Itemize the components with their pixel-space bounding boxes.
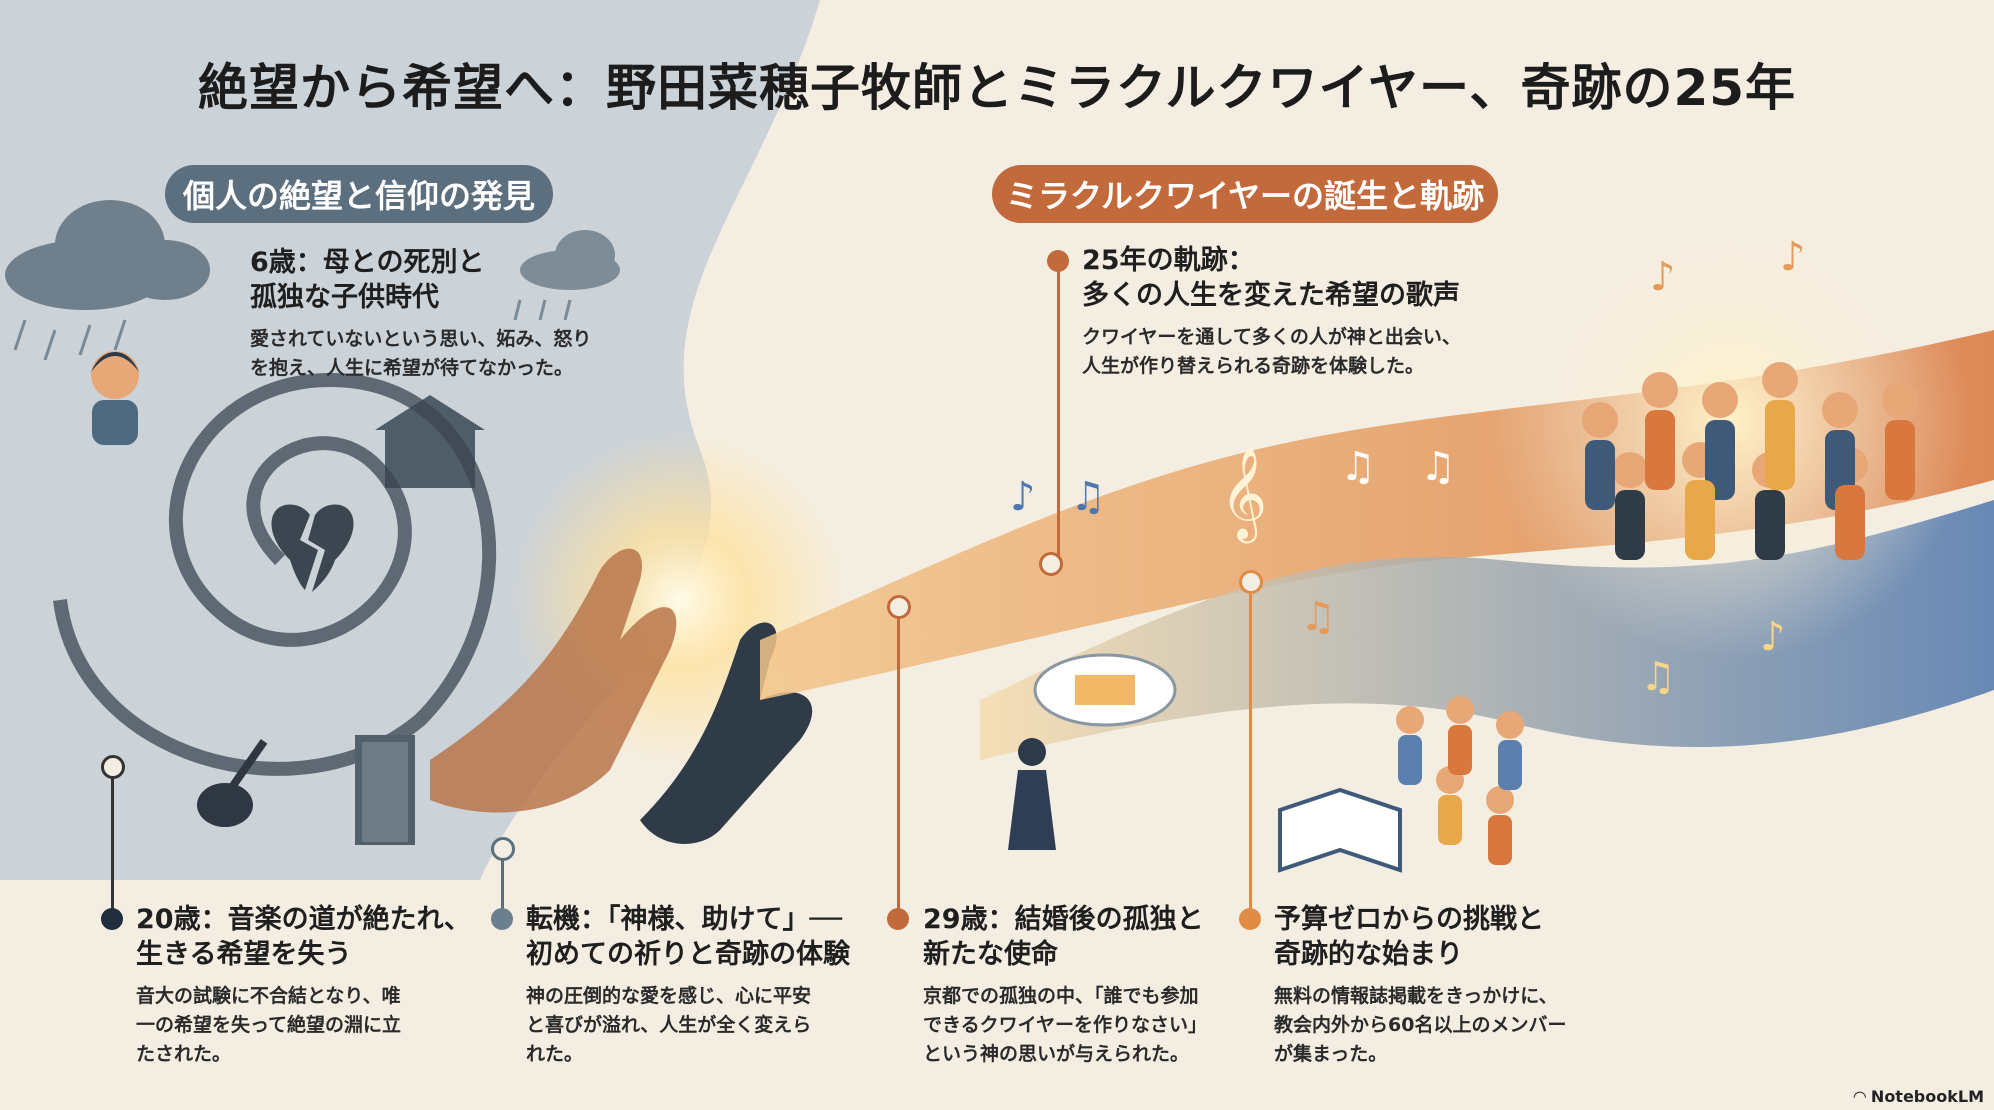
notebooklm-logo-icon: ◠ [1853, 1087, 1866, 1106]
timeline-item-age20: 20歳：音楽の道が絶たれ、生きる希望を失う 音大の試験に不合結となり、唯一の希望… [136, 902, 471, 1069]
cloud-icon [520, 230, 620, 290]
item-heading: 予算ゼロからの挑戦と [1274, 904, 1544, 935]
cloud-icon [5, 200, 210, 310]
timeline-item-age6: 6歳：母との死別と孤独な子供時代 愛されていないという思い、妬み、怒りを抱え、人… [250, 245, 591, 383]
item-body: できるクワイヤーを作りなさい」 [923, 1014, 1208, 1036]
item-heading: 29歳：結婚後の孤独と [923, 904, 1204, 935]
svg-text:♪: ♪ [1780, 234, 1806, 280]
svg-text:♫: ♫ [1420, 444, 1456, 490]
timeline-item-zero-budget: 予算ゼロからの挑戦と奇跡的な始まり 無料の情報誌掲載をきっかけに、教会内外から6… [1274, 902, 1566, 1069]
timeline-item-turning-point: 転機：「神様、助けて」── 初めての祈りと奇跡の体験 神の圧倒的な愛を感じ、心に平… [526, 902, 850, 1069]
door-icon [355, 735, 415, 845]
item-heading: 転機：「神様、助けて」── [526, 904, 843, 935]
notebooklm-watermark: ◠ NotebookLM [1854, 1087, 1984, 1106]
timeline-connector [1249, 585, 1252, 915]
item-heading: 生きる希望を失う [136, 939, 352, 970]
thinking-woman-icon [1008, 653, 1177, 850]
timeline-connector [897, 610, 900, 915]
watermark-text: NotebookLM [1870, 1087, 1984, 1106]
item-body: 人生が作り替えられる奇跡を体験した。 [1082, 355, 1425, 377]
timeline-dot [887, 908, 909, 930]
section-label-choir: ミラクルクワイヤーの誕生と軌跡 [992, 165, 1498, 223]
svg-text:♪: ♪ [1650, 254, 1676, 300]
section-label-personal: 個人の絶望と信仰の発見 [165, 165, 553, 223]
dark-swirl [53, 372, 497, 776]
item-body: 一の希望を失って絶望の淵に立 [136, 1014, 402, 1036]
item-body: 京都での孤独の中、「誰でも参加 [923, 985, 1199, 1007]
item-body: 教会内外から60名以上のメンバー [1274, 1014, 1567, 1036]
svg-text:♫: ♫ [1640, 654, 1676, 700]
item-body: を抱え、人生に希望が待てなかった。 [250, 357, 574, 379]
item-heading: 多くの人生を変えた希望の歌声 [1082, 280, 1460, 311]
item-body: 愛されていないという思い、妬み、怒り [250, 328, 592, 350]
item-body: という神の思いが与えられた。 [923, 1043, 1190, 1065]
timeline-dot [1039, 552, 1063, 576]
item-heading: 25年の軌跡： [1082, 245, 1255, 276]
item-body: クワイヤーを通して多くの人が神と出会い、 [1082, 326, 1461, 348]
timeline-dot [491, 837, 515, 861]
item-body: が集まった。 [1274, 1043, 1388, 1065]
timeline-connector [1057, 262, 1060, 562]
timeline-connector [501, 852, 504, 915]
hand-icon [640, 622, 813, 844]
crying-child-icon [91, 351, 139, 445]
timeline-item-age29: 29歳：結婚後の孤独と新たな使命 京都での孤独の中、「誰でも参加できるクワイヤー… [923, 902, 1207, 1069]
item-body: 無料の情報誌掲載をきっかけに、 [1274, 985, 1558, 1007]
svg-text:♪: ♪ [1760, 614, 1786, 660]
svg-text:♫: ♫ [1070, 474, 1106, 520]
item-heading: 奇跡的な始まり [1274, 939, 1463, 970]
svg-text:♫: ♫ [1340, 444, 1376, 490]
item-heading: 6歳：母との死別と [250, 247, 485, 278]
guitar-icon [197, 739, 268, 827]
item-heading: 20歳：音楽の道が絶たれ、 [136, 904, 471, 935]
item-heading: 孤独な子供時代 [250, 282, 439, 313]
item-body: 音大の試験に不合結となり、唯 [136, 985, 401, 1007]
item-body: 神の圧倒的な愛を感じ、心に平安 [526, 985, 812, 1007]
broken-heart-icon [271, 504, 354, 592]
open-book-icon [1278, 787, 1402, 873]
timeline-dot [1239, 908, 1261, 930]
item-heading: 新たな使命 [923, 939, 1058, 970]
page-title: 絶望から希望へ：野田菜穂子牧師とミラクルクワイヤー、奇跡の25年 [197, 59, 1797, 117]
item-body: と喜びが溢れ、人生が全く変えら [526, 1014, 812, 1036]
small-choir-illustration [1396, 696, 1524, 865]
timeline-dot [101, 908, 123, 930]
timeline-connector [111, 770, 114, 915]
timeline-dot [1239, 570, 1263, 594]
choir-crowd-illustration [1582, 362, 1918, 560]
timeline-dot [887, 595, 911, 619]
item-body: たされた。 [136, 1043, 232, 1065]
timeline-dot [101, 755, 125, 779]
svg-text:♫: ♫ [1300, 594, 1336, 640]
timeline-dot [1047, 250, 1069, 272]
hand-icon [430, 548, 677, 813]
item-heading: 初めての祈りと奇跡の体験 [526, 939, 850, 970]
timeline-item-25years: 25年の軌跡： 多くの人生を変えた希望の歌声 クワイヤーを通して多くの人が神と出会… [1082, 243, 1461, 381]
rain-icon [13, 299, 572, 361]
music-note-icon: ♪ ♫ 𝄞 ♫ ♫ ♫ ♪ ♫ ♪ ♪ [1010, 234, 1806, 700]
svg-text:𝄞: 𝄞 [1220, 446, 1267, 543]
svg-text:♪: ♪ [1010, 474, 1036, 520]
timeline-dot [491, 908, 513, 930]
item-body: れた。 [526, 1043, 584, 1065]
